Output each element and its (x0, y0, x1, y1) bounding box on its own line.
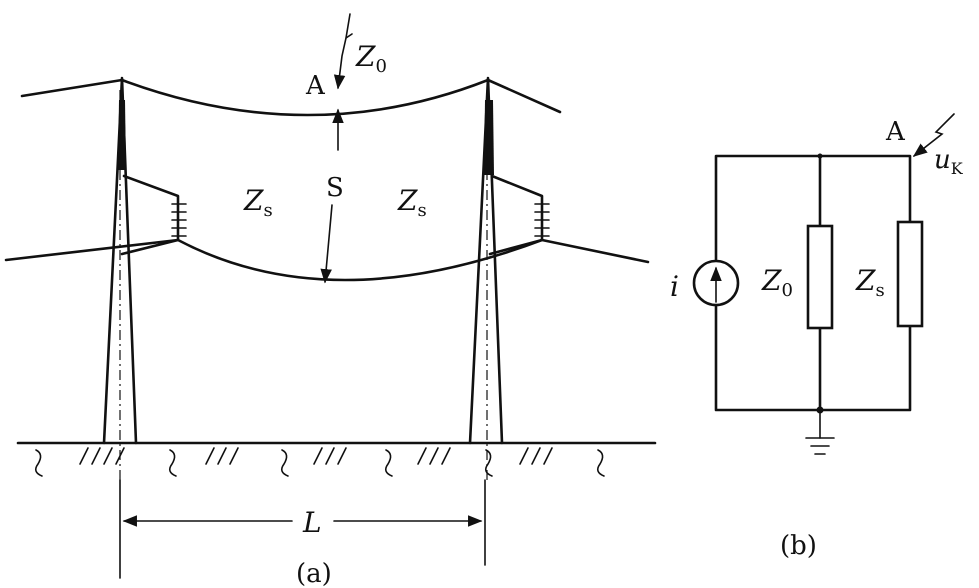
node-top (817, 153, 823, 159)
source-label: i (670, 270, 679, 303)
lightning-stroke (333, 13, 351, 90)
resistor-z0-label: Z0 (761, 264, 793, 301)
phase-conductor (4, 238, 650, 282)
panel-b: A uK i Z0 Zs (b) (670, 113, 964, 561)
right-tower (468, 76, 550, 566)
right-surge-impedance-label: Zs (397, 184, 427, 221)
point-a-label: A (305, 71, 326, 101)
point-a-label-b: A (885, 117, 906, 147)
ground (16, 441, 657, 477)
ground-symbol (805, 409, 835, 455)
lightning-to-a (912, 113, 955, 157)
span-label: L (302, 506, 322, 539)
right-insulator (534, 203, 550, 237)
left-tower-top (118, 100, 126, 170)
resistor-zs (896, 220, 924, 328)
lightning-zigzag (345, 33, 353, 39)
resistor-zs-label: Zs (855, 264, 885, 301)
right-crossarm (488, 174, 544, 256)
distance-label: S (326, 173, 344, 203)
left-insulator (171, 203, 187, 237)
caption-b: (b) (780, 531, 817, 561)
right-tower-top (484, 100, 494, 175)
left-tower-legs (102, 76, 138, 445)
current-source (692, 259, 740, 307)
caption-a: (a) (296, 559, 332, 588)
panel-a: A Z0 S Zs Zs L (a) (4, 13, 657, 588)
right-tower-legs (468, 76, 504, 445)
ground-hatching (34, 447, 605, 477)
resistor-z0 (806, 224, 834, 330)
s-arrow-down (320, 204, 333, 284)
left-tower (102, 76, 187, 579)
left-surge-impedance-label: Zs (243, 184, 273, 221)
circuit-loop (714, 154, 912, 412)
left-crossarm (120, 174, 180, 256)
stroke-impedance-label: Z0 (355, 40, 387, 77)
voltage-label: uK (934, 145, 964, 178)
shield-wire (20, 78, 562, 117)
